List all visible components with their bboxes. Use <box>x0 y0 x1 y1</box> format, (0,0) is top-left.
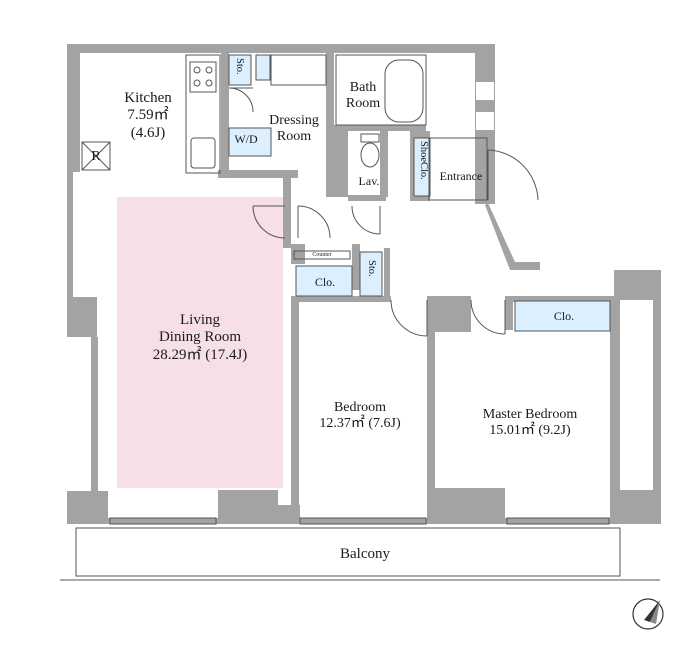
closet-master-label: Clo. <box>553 309 575 323</box>
wd-label: W/D <box>234 132 258 146</box>
balcony-label: Balcony <box>340 546 390 562</box>
dressing-line2: Room <box>276 129 312 145</box>
bath-label: Bath Room <box>340 80 386 112</box>
living-label: Living Dining Room 28.29㎡ (17.4J) <box>120 312 280 364</box>
sto-mid-label: Sto. <box>366 260 378 277</box>
counter-label: Counter <box>312 252 332 258</box>
kitchen-label: Kitchen 7.59㎡ (4.6J) <box>108 90 188 142</box>
bath-line2: Room <box>345 96 381 112</box>
shoe-closet-label: ShoeClo. <box>418 141 430 180</box>
master-bedroom-label: Master Bedroom 15.01㎡ (9.2J) <box>455 407 605 439</box>
bath-line1: Bath <box>349 80 377 95</box>
dressing-line1: Dressing <box>269 113 319 128</box>
refrigerator-label: R <box>91 149 101 164</box>
doors <box>228 87 539 337</box>
entrance-label: Entrance <box>439 169 483 183</box>
lav-label: Lav. <box>358 174 380 188</box>
north-arrow-icon <box>632 598 664 630</box>
living-highlight <box>117 197 283 488</box>
master-area: 15.01㎡ (9.2J) <box>489 423 571 439</box>
dressing-label: Dressing Room <box>258 113 330 145</box>
living-line2: Dining Room <box>158 329 242 346</box>
sto-top-label: Sto. <box>234 58 246 75</box>
fixtures <box>60 54 660 581</box>
kitchen-name: Kitchen <box>124 90 172 106</box>
living-area: 28.29㎡ (17.4J) <box>152 346 248 363</box>
master-name: Master Bedroom <box>482 407 578 422</box>
kitchen-area: 7.59㎡ <box>127 107 169 124</box>
living-line1: Living <box>180 312 220 328</box>
closet-fills <box>228 54 611 332</box>
bedroom-name: Bedroom <box>333 400 387 415</box>
kitchen-jou: (4.6J) <box>130 124 166 141</box>
bedroom-area: 12.37㎡ (7.6J) <box>319 416 401 432</box>
closet-bedroom-label: Clo. <box>314 275 336 289</box>
bedroom-label: Bedroom 12.37㎡ (7.6J) <box>300 400 420 432</box>
